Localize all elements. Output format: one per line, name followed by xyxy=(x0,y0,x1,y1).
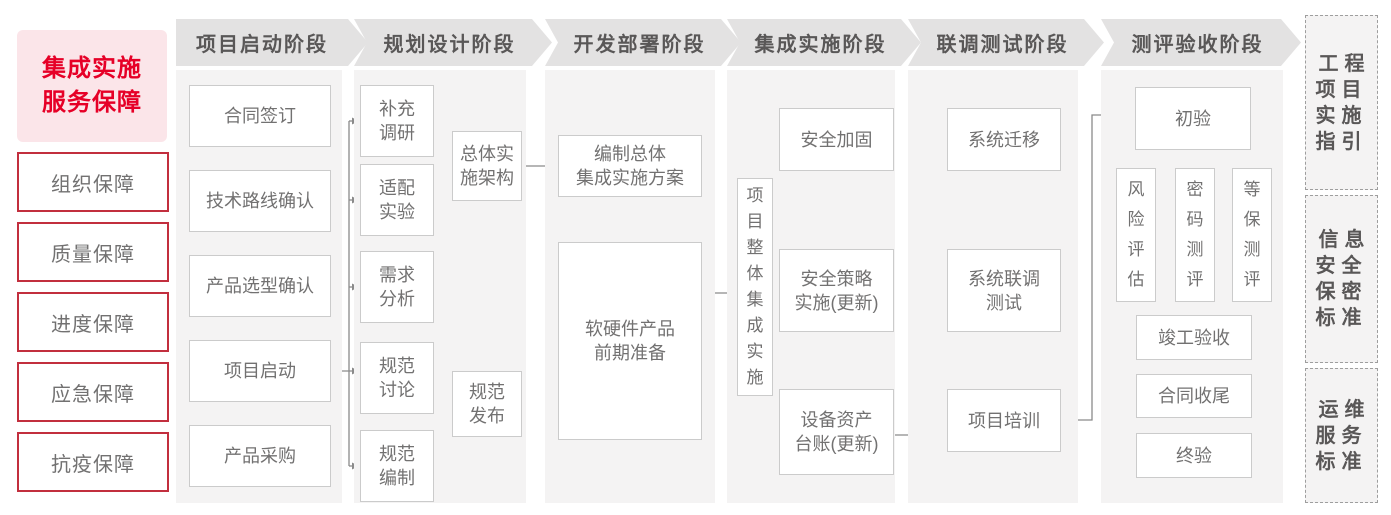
node-product-procurement: 产品采购 xyxy=(189,425,331,487)
node-mlps-evaluation: 等 保 测 评 xyxy=(1232,168,1272,302)
guarantee-item-organization-guarantee: 组织保障 xyxy=(17,152,169,212)
node-requirement-analysis: 需求 分析 xyxy=(360,251,434,323)
guarantee-item-epidemic-guarantee: 抗疫保障 xyxy=(17,432,169,492)
node-preliminary-acceptance: 初验 xyxy=(1135,87,1251,150)
node-supplementary-research: 补充 调研 xyxy=(360,85,434,157)
node-spec-drafting: 规范 编制 xyxy=(360,430,434,502)
node-project-training: 项目培训 xyxy=(947,389,1061,452)
node-final-acceptance: 终验 xyxy=(1136,433,1252,478)
guarantee-item-quality-guarantee: 质量保障 xyxy=(17,222,169,282)
left-panel-title: 集成实施 服务保障 xyxy=(17,30,167,142)
node-overall-project-integration: 项 目 整 体 集 成 实 施 xyxy=(737,178,773,396)
node-hw-sw-preparation: 软硬件产品 前期准备 xyxy=(558,242,702,440)
node-completion-acceptance: 竣工验收 xyxy=(1136,315,1252,360)
phase-header-planning-design: 规划设计阶段 xyxy=(354,19,552,66)
node-asset-ledger-update: 设备资产 台账(更新) xyxy=(779,389,894,475)
phase-header-evaluation-acceptance: 测评验收阶段 xyxy=(1101,19,1301,66)
node-spec-release: 规范 发布 xyxy=(452,371,522,437)
phase-header-joint-debugging-testing: 联调测试阶段 xyxy=(908,19,1104,66)
node-system-migration: 系统迁移 xyxy=(947,108,1061,171)
phase-header-project-initiation: 项目启动阶段 xyxy=(176,19,368,66)
node-product-selection-confirm: 产品选型确认 xyxy=(189,255,331,317)
node-security-hardening: 安全加固 xyxy=(779,108,894,171)
node-contract-signing: 合同签订 xyxy=(189,85,331,147)
phase-header-development-deployment: 开发部署阶段 xyxy=(545,19,741,66)
standard-box-operation-maintenance-service-standard: 运维 服务 标准 xyxy=(1305,368,1378,503)
node-tech-route-confirm: 技术路线确认 xyxy=(189,170,331,232)
node-adaptation-test: 适配 实验 xyxy=(360,164,434,236)
node-security-policy-impl: 安全策略 实施(更新) xyxy=(779,249,894,332)
standard-box-engineering-project-implementation-guide: 工程 项目 实施 指引 xyxy=(1305,15,1378,190)
node-spec-discussion: 规范 讨论 xyxy=(360,342,434,414)
node-contract-closure: 合同收尾 xyxy=(1136,374,1252,418)
node-crypto-evaluation: 密 码 测 评 xyxy=(1175,168,1215,302)
guarantee-item-progress-guarantee: 进度保障 xyxy=(17,292,169,352)
phase-header-integration-implementation: 集成实施阶段 xyxy=(727,19,921,66)
node-overall-integration-plan: 编制总体 集成实施方案 xyxy=(558,135,702,197)
node-project-kickoff: 项目启动 xyxy=(189,340,331,402)
node-overall-impl-architecture: 总体实 施架构 xyxy=(452,131,522,201)
node-joint-debugging-test: 系统联调 测试 xyxy=(947,249,1061,332)
guarantee-item-emergency-guarantee: 应急保障 xyxy=(17,362,169,422)
node-risk-assessment: 风 险 评 估 xyxy=(1116,168,1156,302)
standard-box-information-security-confidentiality-standard: 信息 安全 保密 标准 xyxy=(1305,195,1378,363)
